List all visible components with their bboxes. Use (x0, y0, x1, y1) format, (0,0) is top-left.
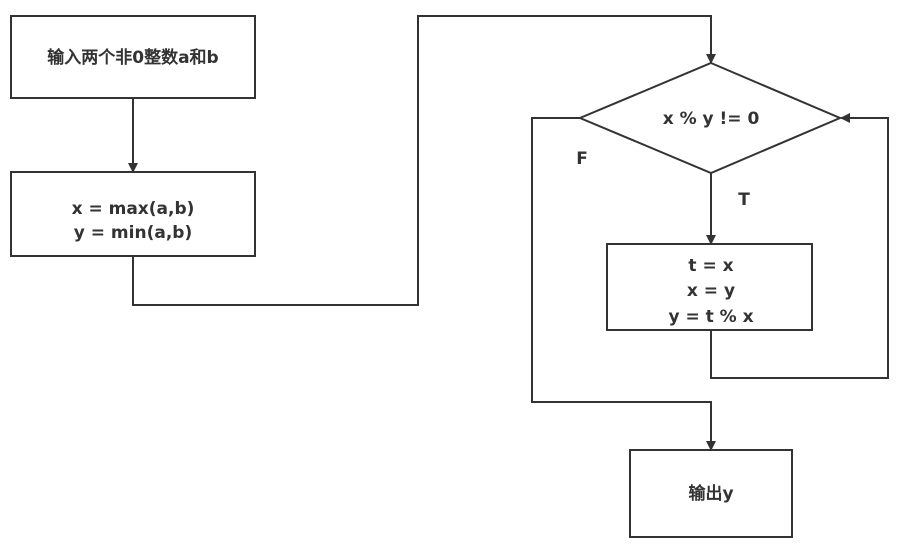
false-label: F (576, 149, 588, 169)
output-box (629, 449, 793, 538)
init-box (10, 171, 256, 257)
input-box (10, 15, 256, 99)
output-text: 输出y (688, 483, 733, 504)
loop-body-box (606, 243, 813, 331)
true-label: T (738, 190, 750, 210)
init-line-2: y = min(a,b) (74, 223, 192, 243)
condition-text: x % y != 0 (663, 109, 760, 129)
init-line-1: x = max(a,b) (72, 199, 195, 219)
input-text: 输入两个非0整数a和b (47, 47, 218, 68)
loop-line-1: t = x (688, 256, 733, 276)
arrow-false (531, 117, 716, 451)
connector-init-to-condition (132, 15, 716, 306)
loop-line-3: y = t % x (668, 307, 753, 327)
loop-line-2: x = y (687, 281, 735, 301)
loop-back-connector (710, 113, 889, 379)
